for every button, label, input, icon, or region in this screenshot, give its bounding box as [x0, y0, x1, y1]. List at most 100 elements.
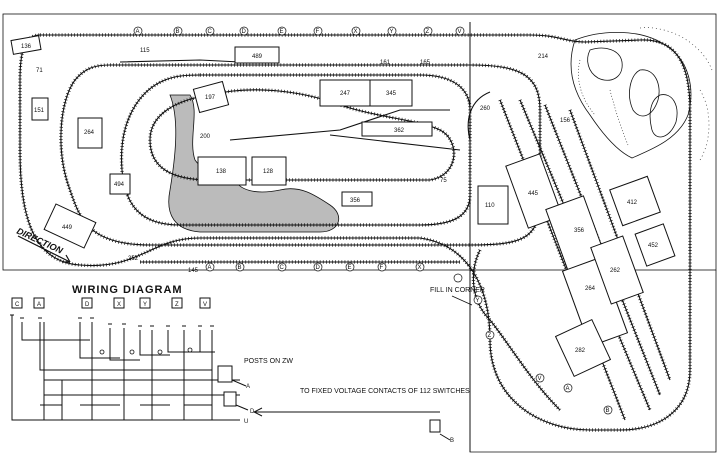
building-452-label: 452 [648, 243, 659, 249]
svg-text:C: C [280, 265, 285, 271]
circle-marker: A [563, 383, 573, 393]
building-264-label: 264 [84, 130, 95, 136]
building-489-label: 489 [252, 54, 263, 60]
building-356-label: 356 [350, 198, 361, 204]
building-151-label: 151 [34, 108, 45, 114]
svg-text:Z: Z [426, 29, 430, 35]
building-494-label: 445 [528, 191, 539, 197]
building-264 [77, 117, 103, 149]
building-247-label: 247 [340, 91, 351, 97]
svg-text:115: 115 [140, 48, 150, 54]
svg-text:200: 200 [200, 134, 211, 140]
fixed-voltage-note: TO FIXED VOLTAGE CONTACTS OF 112 SWITCHE… [300, 388, 470, 395]
circle-marker: E [345, 262, 355, 272]
svg-text:156: 156 [560, 118, 571, 124]
circle-marker: Z [485, 330, 495, 340]
svg-text:E: E [280, 29, 284, 35]
svg-text:Z: Z [175, 302, 179, 308]
svg-text:Z: Z [488, 333, 492, 339]
building-362-label: 362 [394, 128, 405, 134]
circle-marker: Y [473, 295, 483, 305]
building-449 [43, 203, 97, 249]
circle-marker: E [277, 26, 287, 36]
terminal-u: U [244, 419, 248, 425]
lower-right-border [469, 270, 717, 453]
circle-marker: V [535, 373, 545, 383]
posts-on-zw-note: POSTS ON ZW [244, 358, 293, 365]
svg-text:B: B [606, 408, 610, 414]
building-151 [31, 97, 49, 121]
svg-text:252: 252 [128, 256, 139, 262]
svg-text:161: 161 [380, 60, 391, 66]
building-452 [634, 223, 676, 267]
svg-text:B: B [176, 29, 180, 35]
circle-marker: B [603, 405, 613, 415]
circle-markers: A B C D E F X Y Z V A B C D E F X Y Z V … [133, 26, 613, 415]
terminal-d: D [250, 409, 255, 415]
building-110-label: 110 [485, 203, 495, 209]
zw-terminals: A D U POSTS ON ZW [217, 358, 293, 425]
layout-border [2, 13, 717, 271]
wiring-diagram: WIRING DIAGRAM C A D X Y Z V [10, 284, 470, 444]
svg-text:A: A [566, 386, 570, 392]
circle-marker: Z [423, 26, 433, 36]
circle-marker: A [205, 262, 215, 272]
svg-text:145: 145 [188, 268, 199, 274]
building-412 [609, 175, 661, 227]
circle-marker: D [313, 262, 323, 272]
building-282-label: 494 [114, 182, 125, 188]
svg-text:D: D [85, 302, 90, 308]
svg-text:V: V [203, 302, 207, 308]
svg-text:Y: Y [390, 29, 394, 35]
circle-marker: B [173, 26, 183, 36]
building-264b-label: 264 [585, 286, 596, 292]
building-345 [369, 79, 413, 107]
building-262-label: 262 [610, 268, 621, 274]
building-449-label: 449 [62, 225, 73, 231]
terrain [570, 27, 713, 161]
building-362 [361, 121, 433, 137]
building-110 [477, 185, 509, 225]
svg-text:A: A [37, 302, 41, 308]
building-136 [10, 35, 42, 55]
building-138 [197, 156, 247, 186]
svg-text:F: F [380, 265, 384, 271]
building-282b [554, 318, 612, 378]
svg-text:A: A [136, 29, 140, 35]
building-412-label: 412 [627, 200, 638, 206]
circle-marker: V [455, 26, 465, 36]
building-128-label: 128 [263, 169, 274, 175]
svg-text:Y: Y [143, 302, 147, 308]
building-197 [192, 80, 230, 114]
wiring-column-labels: C A D X Y Z V [11, 297, 211, 309]
building-356b-label: 356 [574, 228, 585, 234]
svg-text:260: 260 [480, 106, 491, 112]
svg-text:C: C [15, 302, 20, 308]
svg-text:V: V [538, 376, 542, 382]
circle-marker: X [351, 26, 361, 36]
building-197-label: 197 [205, 95, 216, 101]
svg-text:75: 75 [440, 178, 447, 184]
circle-marker: Y [387, 26, 397, 36]
track-codes: 115 260 71 156 161 165 200 252 145 75 21… [36, 48, 571, 274]
building-128 [251, 156, 287, 186]
switch-112-terminal [429, 419, 441, 433]
circle-marker: F [313, 26, 323, 36]
svg-text:D: D [316, 265, 321, 271]
circle-marker: X [415, 262, 425, 272]
svg-text:Y: Y [476, 298, 480, 304]
svg-text:C: C [208, 29, 213, 35]
terminal-b: B [450, 438, 454, 444]
building-282 [109, 173, 131, 195]
fill-in-corner-note: FILL IN CORNER [430, 273, 485, 306]
svg-text:165: 165 [420, 60, 431, 66]
svg-text:71: 71 [36, 68, 43, 74]
svg-text:X: X [418, 265, 422, 271]
building-282b-label: 282 [575, 348, 586, 354]
svg-text:D: D [242, 29, 247, 35]
building-138-label: 138 [216, 169, 227, 175]
svg-text:B: B [238, 265, 242, 271]
circle-marker: C [205, 26, 215, 36]
svg-text:X: X [117, 302, 121, 308]
